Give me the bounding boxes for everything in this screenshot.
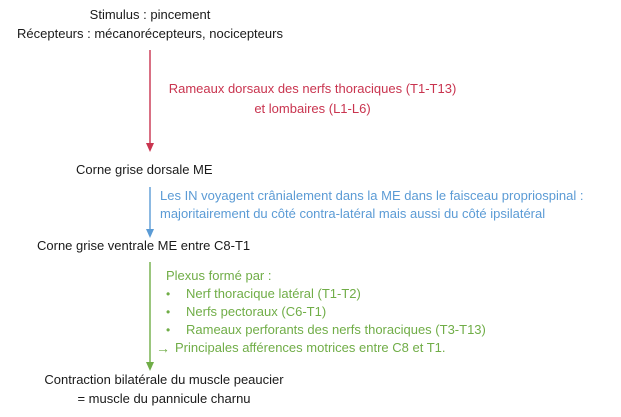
bullet-icon: •: [166, 323, 171, 337]
right-arrow-icon: →: [156, 340, 170, 356]
plexus-bullet-item: • Rameaux perforants des nerfs thoraciqu…: [156, 321, 486, 339]
node-corne-dorsale: Corne grise dorsale ME: [76, 162, 213, 177]
arrowhead-green-icon: [146, 362, 154, 371]
plexus-conclusion-text: Principales afférences motrices entre C8…: [175, 340, 446, 355]
red-label-line: et lombaires (L1-L6): [254, 101, 371, 116]
plexus-bullet-text: Nerf thoracique latéral (T1-T2): [186, 286, 361, 301]
red-label-line: Rameaux dorsaux des nerfs thoraciques (T…: [168, 81, 457, 96]
green-arrow-label: Plexus formé par : • Nerf thoracique lat…: [156, 267, 486, 357]
blue-label-line: Les IN voyagent crânialement dans la ME …: [160, 188, 584, 203]
stimulus-block: Stimulus : pincement Récepteurs : mécano…: [0, 6, 300, 43]
bullet-icon: •: [166, 287, 171, 301]
down-arrow-red: [146, 50, 154, 152]
contraction-line: Contraction bilatérale du muscle peaucie…: [44, 372, 284, 387]
stimulus-line: Stimulus : pincement: [89, 7, 211, 22]
plexus-bullet-text: Nerfs pectoraux (C6-T1): [186, 304, 327, 319]
contraction-line: = muscle du pannicule charnu: [77, 390, 251, 406]
blue-arrow-label: Les IN voyagent crânialement dans la ME …: [160, 187, 583, 223]
plexus-bullet-text: Rameaux perforants des nerfs thoraciques…: [186, 322, 486, 337]
plexus-bullet-item: • Nerfs pectoraux (C6-T1): [156, 303, 486, 321]
down-arrow-green: [146, 262, 154, 371]
bullet-icon: •: [166, 305, 171, 319]
down-arrow-blue: [146, 187, 154, 238]
node-corne-ventrale: Corne grise ventrale ME entre C8-T1: [37, 238, 251, 253]
plexus-title: Plexus formé par :: [166, 268, 272, 283]
red-arrow-label: Rameaux dorsaux des nerfs thoraciques (T…: [159, 79, 466, 119]
plexus-bullet-item: • Nerf thoracique latéral (T1-T2): [156, 285, 486, 303]
blue-label-line: majoritairement du côté contra-latéral m…: [160, 206, 546, 221]
arrowhead-red-icon: [146, 143, 154, 152]
arrowhead-blue-icon: [146, 229, 154, 238]
plexus-conclusion: → Principales afférences motrices entre …: [156, 339, 486, 357]
contraction-block: Contraction bilatérale du muscle peaucie…: [8, 371, 320, 408]
receptors-line: Récepteurs : mécanorécepteurs, nocicepte…: [17, 25, 283, 41]
